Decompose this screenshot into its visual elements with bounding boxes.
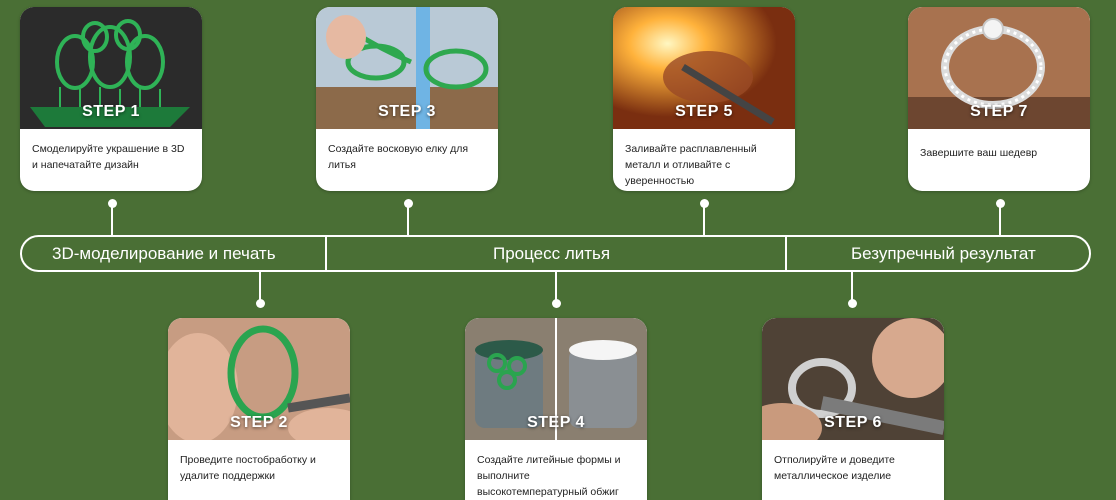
step-description: Отполируйте и доведите металлическое изд…: [774, 454, 895, 482]
connector-line: [555, 271, 557, 301]
phase-label-modeling: 3D-моделирование и печать: [52, 244, 276, 263]
phase-label-casting: Процесс литья: [493, 244, 611, 263]
connector-dot: [700, 199, 709, 208]
step-card-5: STEP 5 Заливайте расплавленный металл и …: [613, 7, 795, 191]
step-card-3: STEP 3 Создайте восковую елку для литья: [316, 7, 498, 191]
wax-tree-icon: STEP 3: [316, 7, 498, 129]
step-card-1: STEP 1 Смоделируйте украшение в 3D и нап…: [20, 7, 202, 191]
polishing-ring-icon: STEP 6: [762, 318, 944, 440]
phase-label-result: Безупречный результат: [851, 244, 1036, 263]
molten-metal-icon: STEP 5: [613, 7, 795, 129]
connector-line: [111, 204, 113, 236]
step-description: Создайте литейные формы и выполните высо…: [477, 454, 621, 498]
connector-dot: [996, 199, 1005, 208]
connector-line: [999, 204, 1001, 236]
step-label: STEP 2: [230, 414, 288, 431]
connector-line: [703, 204, 705, 236]
timeline-divider: [785, 237, 787, 270]
connector-dot: [404, 199, 413, 208]
connector-dot: [256, 299, 265, 308]
step-description: Проведите постобработку и удалите поддер…: [180, 454, 316, 482]
connector-line: [259, 271, 261, 301]
connector-dot: [848, 299, 857, 308]
connector-dot: [108, 199, 117, 208]
step-label: STEP 3: [378, 103, 436, 120]
step-description: Заливайте расплавленный металл и отливай…: [625, 143, 757, 187]
step-card-2: STEP 2 Проведите постобработку и удалите…: [168, 318, 350, 500]
step-label: STEP 1: [82, 103, 140, 120]
step-label: STEP 7: [970, 103, 1028, 120]
connector-line: [851, 271, 853, 301]
step-description: Завершите ваш шедевр: [920, 147, 1038, 159]
casting-flasks-icon: STEP 4: [465, 318, 647, 440]
connector-dot: [552, 299, 561, 308]
step-label: STEP 5: [675, 103, 733, 120]
timeline-divider: [325, 237, 327, 270]
step-card-4: STEP 4 Создайте литейные формы и выполни…: [465, 318, 647, 500]
step-card-6: STEP 6 Отполируйте и доведите металличес…: [762, 318, 944, 500]
finished-ring-icon: STEP 7: [908, 7, 1090, 129]
step-label: STEP 6: [824, 414, 882, 431]
connector-line: [407, 204, 409, 236]
green-3d-printed-rings-icon: STEP 1: [20, 7, 202, 129]
step-description: Смоделируйте украшение в 3D и напечатайт…: [32, 143, 185, 171]
step-card-7: STEP 7 Завершите ваш шедевр: [908, 7, 1090, 191]
step-label: STEP 4: [527, 414, 585, 431]
step-description: Создайте восковую елку для литья: [328, 143, 469, 171]
removing-supports-icon: STEP 2: [168, 318, 350, 440]
